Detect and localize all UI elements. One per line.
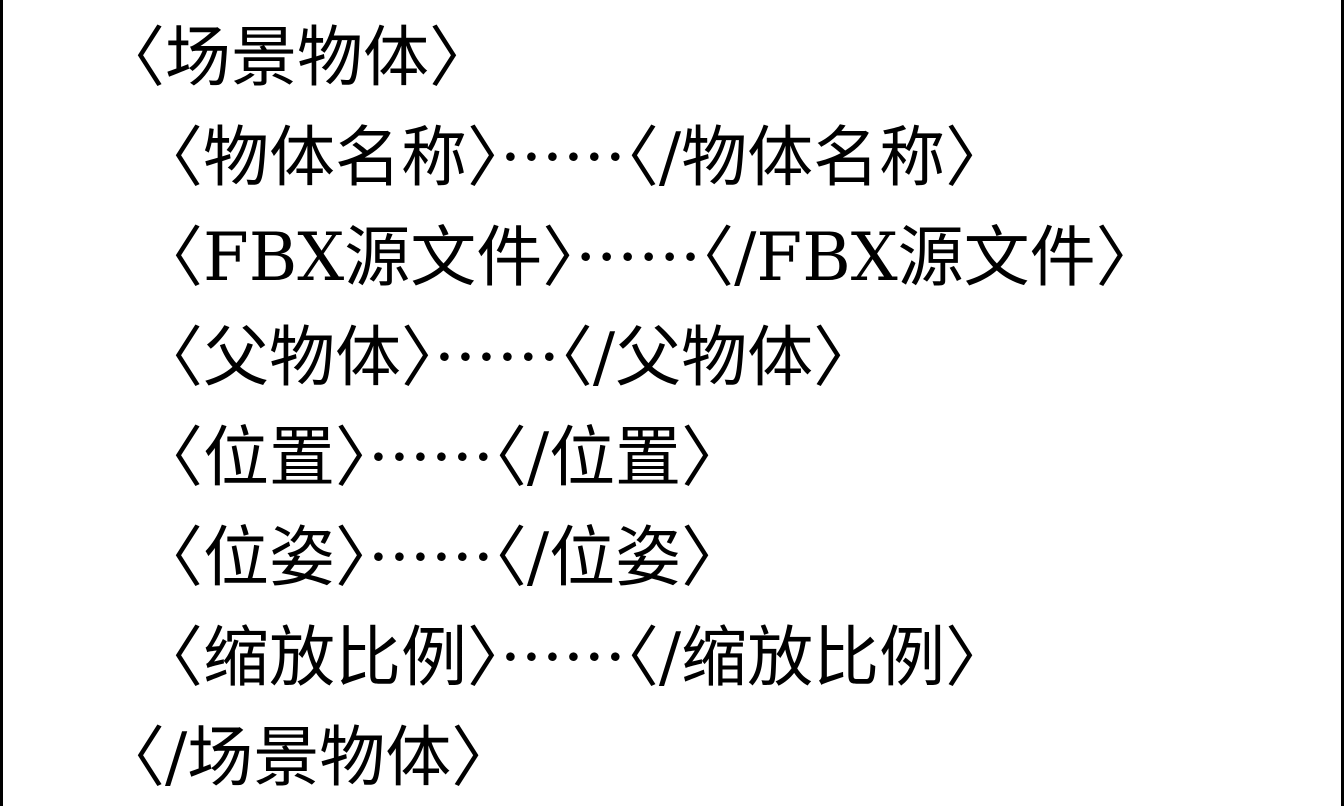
scene-object-open-tag: 〈场景物体〉: [99, 19, 495, 96]
position-line: 〈位置〉······〈/位置〉: [137, 419, 748, 496]
pose-line: 〈位姿〉······〈/位姿〉: [137, 519, 748, 596]
object-name-line: 〈物体名称〉······〈/物体名称〉: [137, 119, 1012, 196]
xml-structure-block: 〈场景物体〉 〈物体名称〉······〈/物体名称〉 〈FBX源文件〉·····…: [3, 0, 1341, 806]
scale-ratio-line: 〈缩放比例〉······〈/缩放比例〉: [137, 619, 1012, 696]
fbx-source-file-line: 〈FBX源文件〉······〈/FBX源文件〉: [137, 219, 1162, 296]
scene-object-close-tag: 〈/场景物体〉: [99, 719, 518, 796]
parent-object-line: 〈父物体〉······〈/父物体〉: [137, 319, 880, 396]
